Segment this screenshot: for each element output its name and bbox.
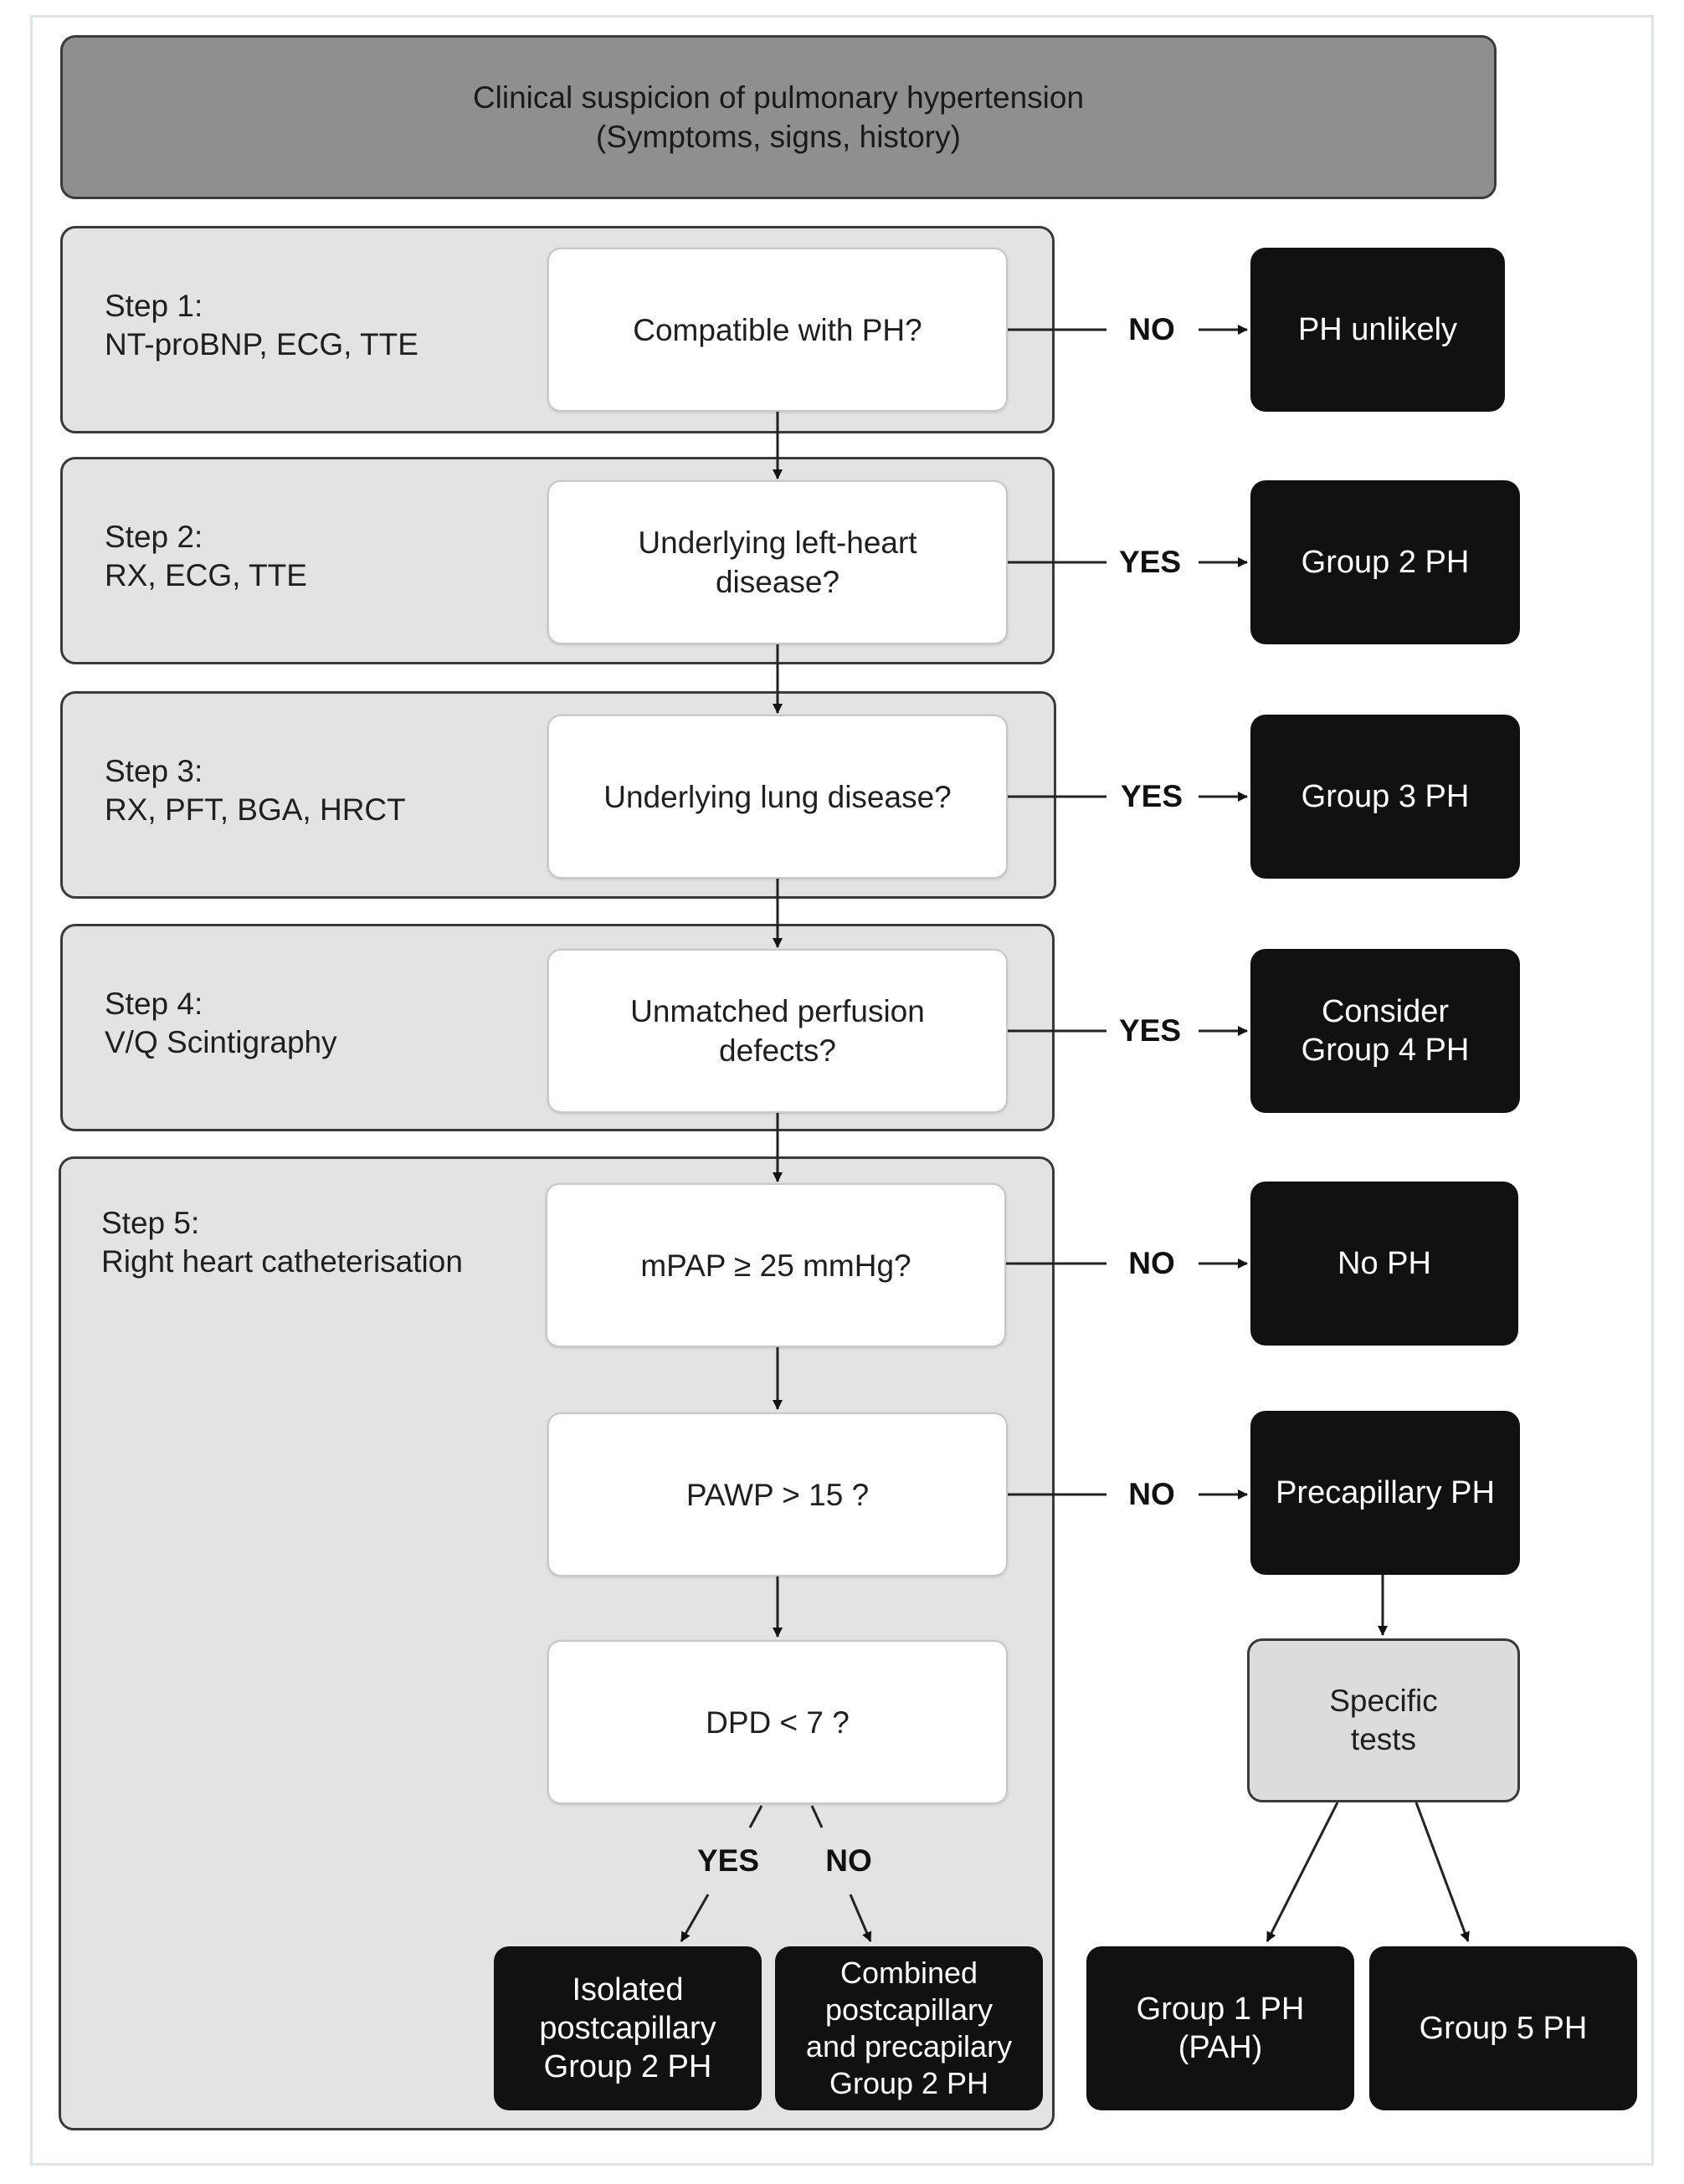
outcome-consider-group-4-ph: Consider Group 4 PH xyxy=(1250,949,1520,1113)
specific-tests-box: Specific tests xyxy=(1247,1638,1520,1802)
step-4-question: Unmatched perfusion defects? xyxy=(547,949,1008,1113)
header-clinical-suspicion: Clinical suspicion of pulmonary hyperten… xyxy=(60,35,1497,199)
step-1-question: Compatible with PH? xyxy=(547,248,1008,412)
arrow-dpd-no xyxy=(849,1894,872,1942)
outcome-group-2-ph: Group 2 PH xyxy=(1250,480,1520,644)
step-1-label: Step 1: NT-proBNP, ECG, TTE xyxy=(105,289,418,361)
outcome-isolated-postcapillary: Isolated postcapillary Group 2 PH xyxy=(494,1946,762,2110)
line-dpd-yes-upper xyxy=(748,1805,763,1828)
answer-dpd-yes: YES xyxy=(696,1843,760,1878)
arrow-specific-to-group1 xyxy=(1266,1802,1339,1942)
step-2-label: Step 2: RX, ECG, TTE xyxy=(105,520,307,592)
outcome-group-5-ph: Group 5 PH xyxy=(1369,1946,1637,2110)
step-3-label: Step 3: RX, PFT, BGA, HRCT xyxy=(105,754,406,827)
answer-step-4: YES xyxy=(1118,1013,1182,1048)
step-5-mpap-question: mPAP ≥ 25 mmHg? xyxy=(546,1183,1006,1347)
answer-step-3: YES xyxy=(1120,779,1183,813)
step-3-question: Underlying lung disease? xyxy=(547,715,1008,879)
line-dpd-no-upper xyxy=(810,1805,824,1828)
outcome-group-3-ph: Group 3 PH xyxy=(1250,715,1520,879)
answer-step-2: YES xyxy=(1118,545,1182,579)
step-5-pawp-question: PAWP > 15 ? xyxy=(547,1412,1008,1576)
outcome-precapillary-ph: Precapillary PH xyxy=(1250,1411,1520,1575)
outcome-group-1-ph-pah: Group 1 PH (PAH) xyxy=(1086,1946,1354,2110)
arrow-specific-to-group5 xyxy=(1414,1802,1470,1942)
step-2-question: Underlying left-heart disease? xyxy=(547,480,1008,644)
outcome-combined-postcapillary-precapillary: Combined postcapillary and precapilary G… xyxy=(775,1946,1043,2110)
answer-pawp: NO xyxy=(1128,1477,1175,1511)
answer-step-1: NO xyxy=(1128,312,1175,346)
arrow-dpd-yes xyxy=(680,1894,710,1942)
step-5-label: Step 5: Right heart catheterisation xyxy=(101,1206,463,1279)
step-5-dpd-question: DPD < 7 ? xyxy=(547,1640,1008,1804)
outcome-no-ph: No PH xyxy=(1250,1182,1518,1346)
answer-mpap: NO xyxy=(1128,1246,1175,1280)
step-4-label: Step 4: V/Q Scintigraphy xyxy=(105,987,337,1059)
outcome-ph-unlikely: PH unlikely xyxy=(1250,248,1505,412)
answer-dpd-no: NO xyxy=(825,1843,872,1878)
figure-frame xyxy=(30,15,1654,2166)
